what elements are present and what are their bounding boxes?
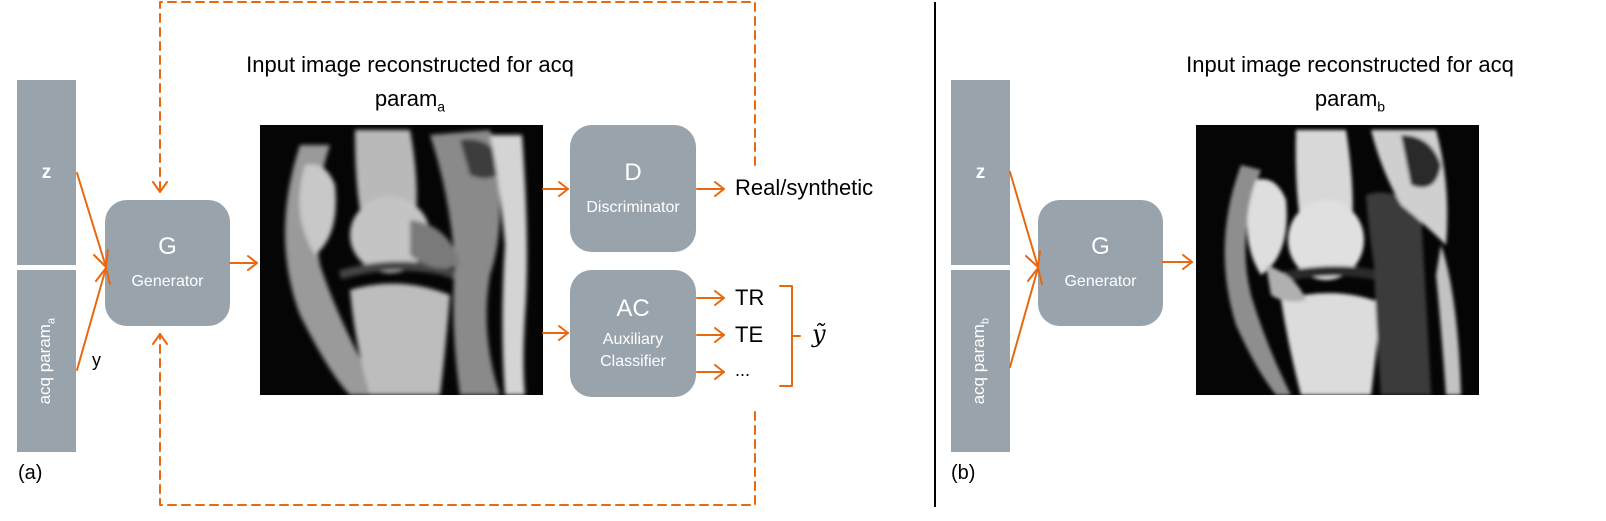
generator-name-a: Generator <box>131 273 204 290</box>
panel-b-label: (b) <box>951 462 976 484</box>
z-input-block-a: z <box>17 80 76 265</box>
arrow-discriminator-to-output <box>696 181 725 197</box>
mri-image-a <box>260 125 543 395</box>
generator-name-b: Generator <box>1064 273 1137 290</box>
feedback-loop-top <box>159 1 756 193</box>
arrow-image-to-auxiliary-classifier <box>542 325 569 341</box>
y-label: y <box>92 350 101 370</box>
generator-letter-a: G <box>158 233 177 260</box>
generator-block-a: G Generator <box>105 200 230 326</box>
z-input-block-b: z <box>951 80 1010 265</box>
image-caption-a: Input image reconstructed for acq parama <box>190 48 630 123</box>
generator-letter-b: G <box>1091 233 1110 260</box>
mri-knee-illustration-a <box>260 125 543 395</box>
arrow-z-to-generator-a <box>76 172 109 268</box>
mri-image-b <box>1196 125 1479 395</box>
image-caption-a-line1: Input image reconstructed for acq <box>246 52 574 77</box>
feedback-arrowhead-top <box>152 181 168 193</box>
image-caption-a-line2: parama <box>374 86 446 115</box>
arrow-z-to-generator-b <box>1009 171 1041 268</box>
generator-block-b: G Generator <box>1038 200 1163 326</box>
acq-param-block-a: acq parama <box>17 270 76 452</box>
feedback-loop-bottom <box>159 333 756 506</box>
panel-a-label: (a) <box>18 462 43 484</box>
discriminator-output-label: Real/synthetic <box>735 175 874 200</box>
auxiliary-classifier-block: AC Auxiliary Classifier <box>570 270 696 397</box>
auxiliary-classifier-name-line1: Auxiliary <box>602 330 664 348</box>
y-tilde-label: ỹ <box>812 320 826 348</box>
acq-param-block-b: acq paramb <box>951 270 1010 452</box>
image-caption-b: Input image reconstructed for acq paramb <box>1130 48 1570 123</box>
panel-divider <box>934 2 936 507</box>
arrow-ac-to-tr <box>696 290 725 306</box>
discriminator-block: D Discriminator <box>570 125 696 252</box>
feedback-arrowhead-bottom <box>152 333 168 345</box>
image-caption-b-line2: paramb <box>1314 86 1386 115</box>
ac-output-te: TE <box>735 322 764 347</box>
z-input-label-b: z <box>975 161 986 183</box>
ac-output-tr: TR <box>735 285 765 310</box>
auxiliary-classifier-letter: AC <box>616 294 650 322</box>
ac-output-ellipsis: ... <box>735 360 751 380</box>
y-tilde-bracket <box>779 285 793 387</box>
arrow-ac-to-te <box>696 327 725 343</box>
arrow-generator-to-image-b <box>1162 254 1193 270</box>
arrow-generator-to-image-a <box>229 255 258 271</box>
mri-knee-illustration-b <box>1196 125 1479 395</box>
arrow-acq-param-to-generator-b <box>1009 267 1043 368</box>
arrow-ac-to-ellipsis <box>696 364 725 380</box>
arrow-acq-param-to-generator-a <box>76 267 111 371</box>
arrow-image-to-discriminator <box>542 181 569 197</box>
discriminator-letter: D <box>624 158 642 186</box>
discriminator-name: Discriminator <box>586 198 680 216</box>
image-caption-b-line1: Input image reconstructed for acq <box>1186 52 1514 77</box>
auxiliary-classifier-name-line2: Classifier <box>600 352 666 370</box>
z-input-label-a: z <box>41 161 52 183</box>
